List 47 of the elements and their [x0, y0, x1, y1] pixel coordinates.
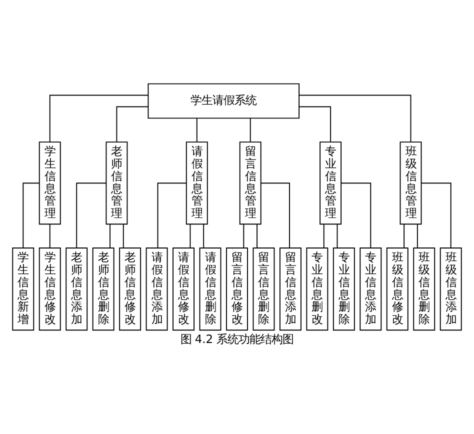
node-box: 学生信息管理 — [38, 142, 61, 225]
node-box: 班级信息管理 — [400, 142, 422, 225]
connector — [416, 224, 418, 248]
node-box: 请假信息删除 — [199, 248, 222, 331]
connector — [298, 94, 412, 142]
node-box: 专业信息删除 — [332, 248, 355, 331]
connector — [203, 224, 204, 248]
connector — [22, 182, 40, 248]
connector — [116, 106, 149, 142]
connector — [404, 224, 405, 248]
connector — [420, 182, 452, 248]
node-box: 老师信息添加 — [66, 248, 88, 331]
node-box: 请假信息修改 — [172, 248, 195, 331]
connector — [157, 182, 187, 248]
node-box: 请假信息添加 — [146, 248, 168, 331]
connector — [340, 182, 372, 248]
node-box: 请假信息管理 — [186, 142, 208, 225]
connector — [336, 224, 338, 248]
node-box: 班级信息添加 — [440, 248, 462, 331]
connector — [49, 224, 50, 248]
connector — [122, 224, 124, 248]
node-box: 学生信息修改 — [38, 248, 61, 331]
node-box: 留言信息管理 — [239, 142, 262, 225]
node-box: 留言信息添加 — [279, 248, 302, 331]
node-box: 班级信息删除 — [413, 248, 436, 331]
node-box: 老师信息删除 — [92, 248, 114, 331]
connector — [196, 118, 198, 142]
node-box: 专业信息删改 — [306, 248, 328, 331]
node-box: 学生信息新增 — [12, 248, 34, 331]
connector — [49, 94, 149, 142]
node-box: 专业信息管理 — [320, 142, 342, 225]
connector — [323, 224, 324, 248]
caption: 图 4.2 系统功能结构图 — [180, 332, 294, 346]
connector — [256, 224, 258, 248]
connector — [250, 118, 251, 142]
node-box: 留言信息修改 — [226, 248, 248, 331]
node-box: 班级信息修改 — [386, 248, 408, 331]
connector — [76, 182, 107, 248]
connector — [260, 182, 290, 248]
node-box: 专业信息添加 — [360, 248, 382, 331]
node-box: 留言信息删除 — [252, 248, 275, 331]
connector — [190, 224, 191, 248]
connector — [298, 106, 332, 142]
connector — [243, 224, 244, 248]
node-box: 老师信息修改 — [119, 248, 142, 331]
node-box: 老师信息管理 — [106, 142, 128, 225]
node-box: 学生请假系统 — [148, 83, 300, 119]
